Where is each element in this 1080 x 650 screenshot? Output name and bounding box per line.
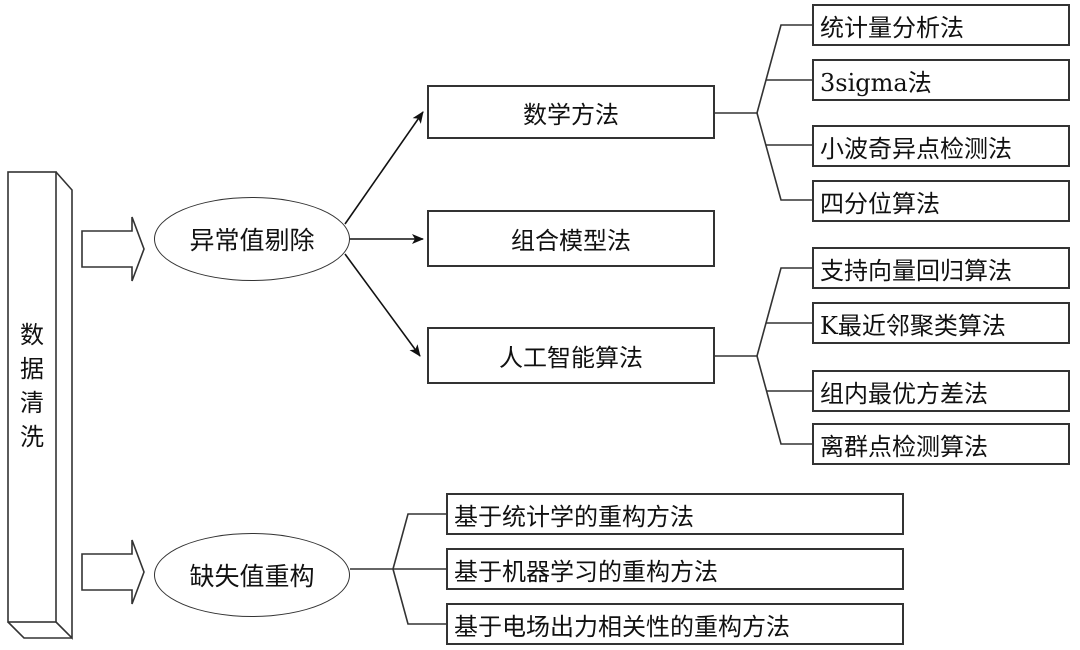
bracket-math xyxy=(715,24,812,201)
node-missing-reconstruction: 缺失值重构 xyxy=(154,533,350,617)
block-arrow-lower xyxy=(81,539,145,605)
root-char: 洗 xyxy=(20,423,44,451)
root-pillar xyxy=(7,171,73,640)
leaf-outlier-detection: 离群点检测算法 xyxy=(812,423,1070,465)
arrow-to-ai xyxy=(344,253,421,357)
root-char: 清 xyxy=(20,389,44,417)
node-combined-model: 组合模型法 xyxy=(427,210,715,267)
leaf-statistic-analysis: 统计量分析法 xyxy=(812,4,1070,46)
leaf-correlation-reconstruction: 基于电场出力相关性的重构方法 xyxy=(446,603,904,645)
leaf-3sigma: 3sigma法 xyxy=(812,59,1070,101)
leaf-quartile: 四分位算法 xyxy=(812,180,1070,222)
root-char: 数 xyxy=(20,321,44,349)
root-label: 数 据 清 洗 xyxy=(8,318,56,454)
bracket-ai xyxy=(715,267,812,445)
node-ai-algorithms: 人工智能算法 xyxy=(427,327,715,384)
root-char: 据 xyxy=(20,355,44,383)
leaf-ml-reconstruction: 基于机器学习的重构方法 xyxy=(446,548,904,590)
leaf-intra-group-variance: 组内最优方差法 xyxy=(812,370,1070,412)
block-arrow-upper xyxy=(81,216,145,282)
bracket-missing xyxy=(350,513,446,625)
leaf-knn-clustering: K最近邻聚类算法 xyxy=(812,302,1070,344)
leaf-statistical-reconstruction: 基于统计学的重构方法 xyxy=(446,493,904,535)
arrow-to-math xyxy=(344,111,424,225)
node-outlier-removal: 异常值剔除 xyxy=(154,197,350,281)
leaf-wavelet-singularity: 小波奇异点检测法 xyxy=(812,125,1070,167)
leaf-svr: 支持向量回归算法 xyxy=(812,247,1070,289)
node-math-methods: 数学方法 xyxy=(427,85,715,139)
